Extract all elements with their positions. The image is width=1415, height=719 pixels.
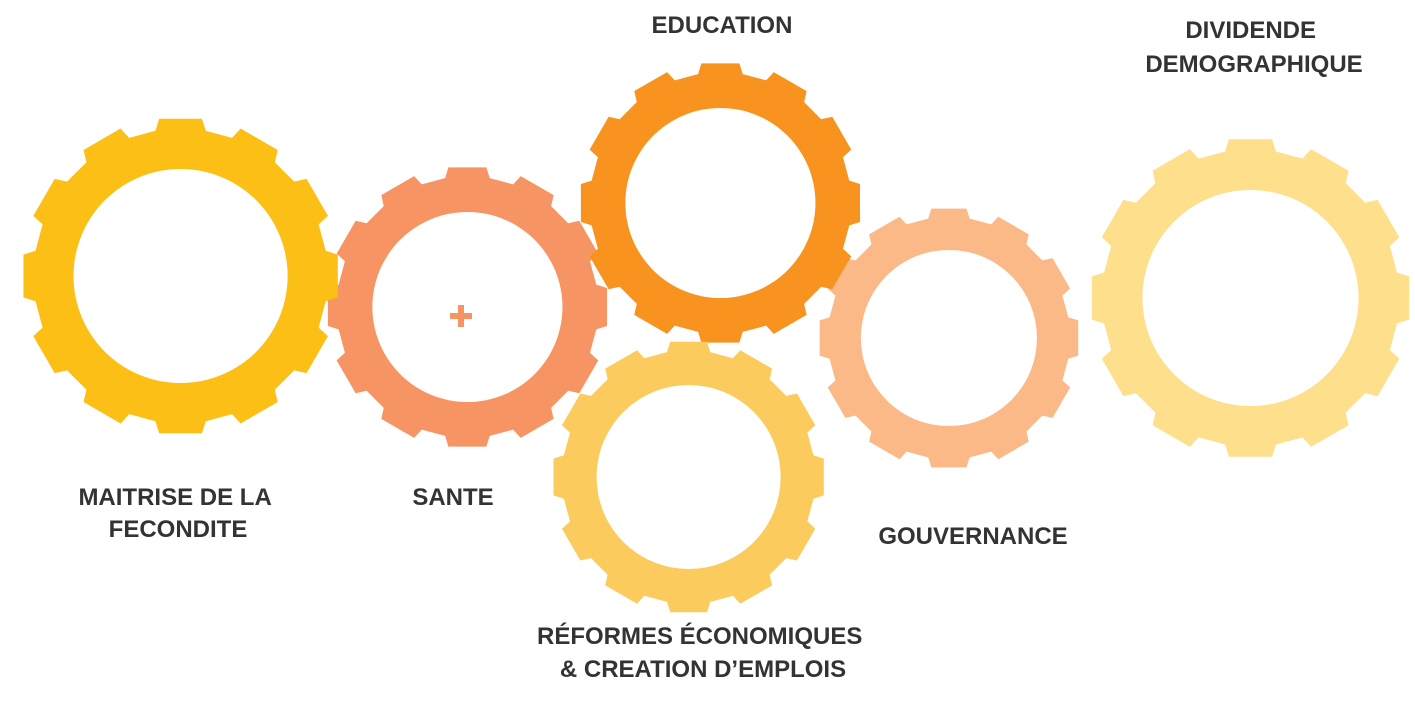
family-icon bbox=[101, 226, 259, 317]
label-fecondite: MAITRISE DE LA FECONDITE bbox=[78, 484, 277, 543]
gear-fecondite bbox=[23, 118, 338, 434]
label-gouvernance: GOUVERNANCE bbox=[878, 523, 1067, 550]
book-icon bbox=[683, 150, 761, 258]
gear-education bbox=[580, 63, 860, 343]
government-building-icon bbox=[899, 290, 991, 386]
gear-reformes bbox=[553, 341, 824, 613]
label-sante: SANTE bbox=[412, 484, 493, 511]
worker-briefcase-icon bbox=[651, 429, 759, 526]
medical-kit-icon bbox=[415, 262, 507, 354]
label-reformes: RÉFORMES ÉCONOMIQUES & CREATION D’EMPLOI… bbox=[537, 622, 869, 683]
label-dividende: DIVIDENDE DEMOGRAPHIQUE bbox=[1145, 17, 1362, 78]
gear-dividende bbox=[1091, 139, 1410, 457]
label-education: EDUCATION bbox=[652, 12, 793, 39]
growth-chart-icon bbox=[1193, 248, 1301, 350]
